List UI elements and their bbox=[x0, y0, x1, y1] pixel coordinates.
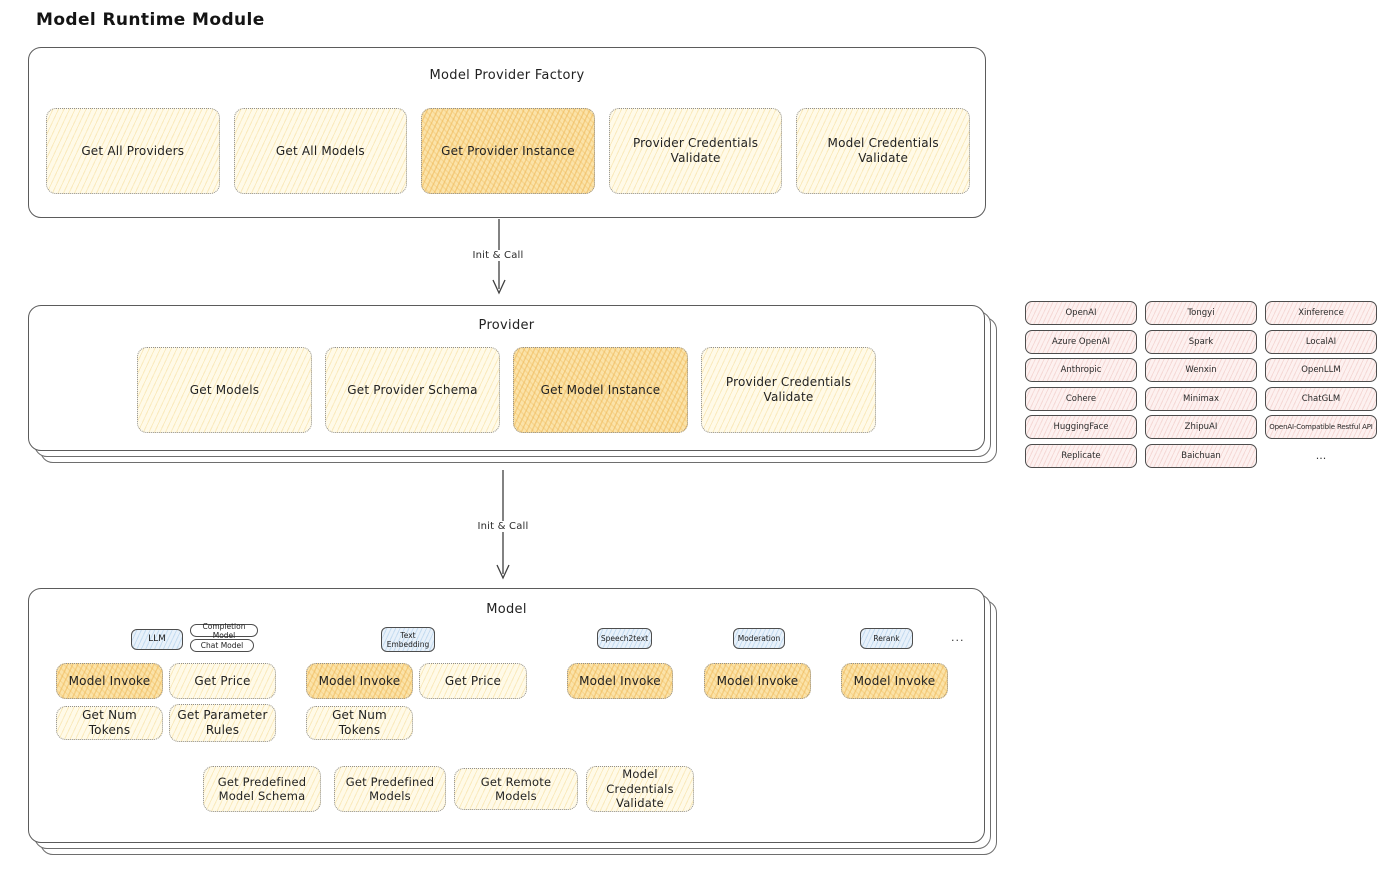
provider-chip-baichuan: Baichuan bbox=[1145, 443, 1257, 468]
op-llm-model-invoke: Model Invoke bbox=[56, 663, 163, 699]
op-get-provider-schema: Get Provider Schema bbox=[325, 347, 500, 433]
op-embedding-get-price: Get Price bbox=[419, 663, 527, 699]
provider-chip-openai: OpenAI bbox=[1025, 301, 1137, 325]
arrow-label-init-call-2: Init & Call bbox=[463, 521, 543, 532]
provider-operations-row: Get Models Get Provider Schema Get Model… bbox=[29, 347, 984, 433]
tab-speech2text: Speech2text bbox=[597, 628, 652, 649]
op-get-all-models: Get All Models bbox=[233, 108, 408, 194]
op-model-credentials-validate-2: Model Credentials Validate bbox=[586, 766, 694, 812]
provider-chip-cohere: Cohere bbox=[1025, 386, 1137, 411]
op-embedding-model-invoke: Model Invoke bbox=[306, 663, 413, 699]
tabs-more: ... bbox=[951, 631, 965, 644]
tab-rerank: Rerank bbox=[860, 628, 913, 649]
provider-chip-openai-compatible: OpenAI-Compatible Restful API bbox=[1265, 415, 1377, 439]
op-get-predefined-models: Get Predefined Models bbox=[334, 766, 446, 812]
tab-moderation: Moderation bbox=[733, 628, 785, 649]
op-llm-get-num-tokens: Get Num Tokens bbox=[56, 706, 163, 740]
factory-title: Model Provider Factory bbox=[429, 68, 585, 83]
op-provider-credentials-validate-2: Provider Credentials Validate bbox=[701, 347, 876, 433]
op-moderation-model-invoke: Model Invoke bbox=[704, 663, 811, 699]
provider-chip-azure-openai: Azure OpenAI bbox=[1025, 329, 1137, 354]
op-get-remote-models: Get Remote Models bbox=[454, 768, 578, 810]
tab-chat-model: Chat Model bbox=[190, 639, 254, 652]
op-get-predefined-model-schema: Get Predefined Model Schema bbox=[203, 766, 321, 812]
op-rerank-model-invoke: Model Invoke bbox=[841, 663, 948, 699]
provider-chip-openllm: OpenLLM bbox=[1265, 358, 1377, 382]
op-speech2text-model-invoke: Model Invoke bbox=[567, 663, 673, 699]
provider-chip-wenxin: Wenxin bbox=[1145, 358, 1257, 382]
provider-list-more: ... bbox=[1315, 449, 1327, 462]
op-llm-get-price: Get Price bbox=[169, 663, 276, 699]
provider-chip-anthropic: Anthropic bbox=[1025, 358, 1137, 382]
provider-chip-huggingface: HuggingFace bbox=[1025, 415, 1137, 439]
provider-chip-spark: Spark bbox=[1145, 329, 1257, 354]
model-container: Model LLM Completion Model Chat Model Te… bbox=[28, 588, 985, 843]
op-get-model-instance: Get Model Instance bbox=[513, 347, 688, 433]
provider-title: Provider bbox=[478, 318, 535, 333]
op-get-models: Get Models bbox=[137, 347, 312, 433]
op-llm-get-parameter-rules: Get Parameter Rules bbox=[169, 704, 276, 742]
provider-chip-minimax: Minimax bbox=[1145, 386, 1257, 411]
tab-llm: LLM bbox=[131, 629, 183, 650]
tab-completion-model: Completion Model bbox=[190, 622, 258, 640]
arrow-label-init-call-1: Init & Call bbox=[458, 250, 538, 261]
tab-text-embedding: Text Embedding bbox=[381, 627, 435, 652]
op-provider-credentials-validate: Provider Credentials Validate bbox=[608, 108, 783, 194]
provider-list-grid: OpenAI Tongyi Xinference Azure OpenAI Sp… bbox=[1025, 301, 1377, 468]
provider-chip-localai: LocalAI bbox=[1265, 329, 1377, 354]
provider-chip-xinference: Xinference bbox=[1265, 301, 1377, 325]
model-title: Model bbox=[486, 602, 527, 617]
op-get-provider-instance: Get Provider Instance bbox=[421, 108, 595, 194]
op-embedding-get-num-tokens: Get Num Tokens bbox=[306, 706, 413, 740]
provider-chip-tongyi: Tongyi bbox=[1145, 301, 1257, 325]
factory-container: Model Provider Factory Get All Providers… bbox=[28, 47, 986, 218]
provider-chip-replicate: Replicate bbox=[1025, 443, 1137, 468]
factory-operations-row: Get All Providers Get All Models Get Pro… bbox=[46, 108, 970, 194]
page-title: Model Runtime Module bbox=[36, 10, 265, 30]
provider-chip-chatglm: ChatGLM bbox=[1265, 386, 1377, 411]
provider-chip-zhipuai: ZhipuAI bbox=[1145, 415, 1257, 439]
provider-container: Provider Get Models Get Provider Schema … bbox=[28, 305, 985, 451]
op-model-credentials-validate: Model Credentials Validate bbox=[796, 108, 970, 194]
op-get-all-providers: Get All Providers bbox=[46, 108, 220, 194]
